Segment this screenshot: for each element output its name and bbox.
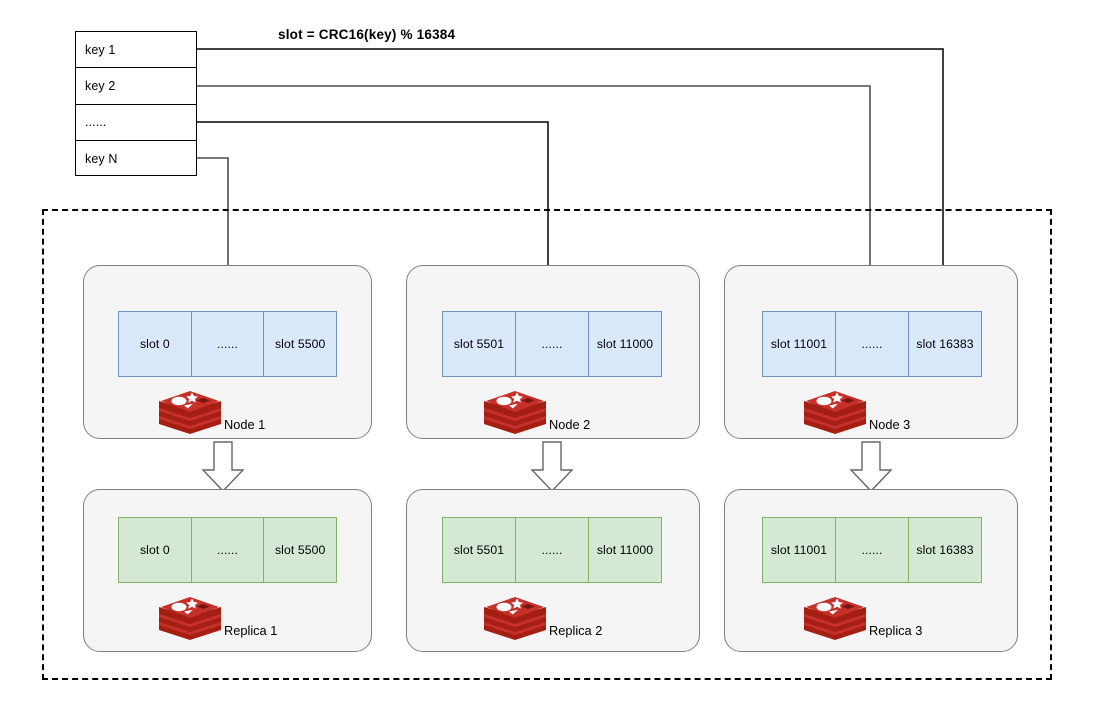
node-identity-1: Node 1 xyxy=(157,388,265,438)
slot-strip-replica-3: slot 11001 ...... slot 16383 xyxy=(762,517,982,583)
replica-label: Replica 1 xyxy=(224,623,278,638)
slot-cell: slot 0 xyxy=(118,311,192,377)
key-table-row: key N xyxy=(85,151,118,166)
slot-cell: ...... xyxy=(515,517,589,583)
node-label: Node 3 xyxy=(869,417,911,432)
slot-cell: slot 11001 xyxy=(762,311,836,377)
redis-logo-icon xyxy=(484,597,546,640)
redis-logo-icon xyxy=(159,597,221,640)
node-identity-2: Node 2 xyxy=(482,388,590,438)
slot-cell: slot 16383 xyxy=(908,517,982,583)
slot-strip-node-1: slot 0 ...... slot 5500 xyxy=(118,311,338,377)
slot-strip-node-3: slot 11001 ...... slot 16383 xyxy=(762,311,982,377)
slot-strip-replica-2: slot 5501 ...... slot 11000 xyxy=(442,517,662,583)
key-table: key 1 key 2 ...... key N xyxy=(75,31,197,176)
node-label: Node 2 xyxy=(549,417,591,432)
redis-logo-icon xyxy=(484,391,546,434)
slot-cell: ...... xyxy=(835,517,909,583)
key-table-row: key 2 xyxy=(76,68,196,105)
slot-cell: slot 0 xyxy=(118,517,192,583)
cluster-boundary xyxy=(42,209,1052,680)
slot-strip-node-2: slot 5501 ...... slot 11000 xyxy=(442,311,662,377)
key-table-row: key 1 xyxy=(76,32,196,69)
slot-cell: slot 5500 xyxy=(263,311,338,377)
replica-label: Replica 2 xyxy=(549,623,603,638)
redis-logo-icon xyxy=(804,597,866,640)
slot-cell: ...... xyxy=(515,311,589,377)
page-title: slot = CRC16(key) % 16384 xyxy=(278,27,456,42)
node-label: Node 1 xyxy=(224,417,266,432)
slot-cell: slot 5501 xyxy=(442,311,516,377)
node-identity-3: Node 3 xyxy=(802,388,910,438)
key-table-row: ...... xyxy=(76,105,196,141)
slot-cell: ...... xyxy=(190,517,265,583)
replica-label: Replica 3 xyxy=(869,623,923,638)
replica-identity-2: Replica 2 xyxy=(482,594,602,644)
slot-cell: slot 5500 xyxy=(263,517,338,583)
replica-identity-3: Replica 3 xyxy=(802,594,922,644)
slot-strip-replica-1: slot 0 ...... slot 5500 xyxy=(118,517,338,583)
replica-identity-1: Replica 1 xyxy=(157,594,277,644)
redis-logo-icon xyxy=(159,391,221,434)
slot-cell: slot 11001 xyxy=(762,517,836,583)
slot-cell: slot 5501 xyxy=(442,517,516,583)
slot-cell: slot 11000 xyxy=(588,311,662,377)
slot-cell: ...... xyxy=(190,311,265,377)
slot-cell: slot 16383 xyxy=(908,311,982,377)
slot-cell: ...... xyxy=(835,311,909,377)
redis-logo-icon xyxy=(804,391,866,434)
slot-cell: slot 11000 xyxy=(588,517,662,583)
